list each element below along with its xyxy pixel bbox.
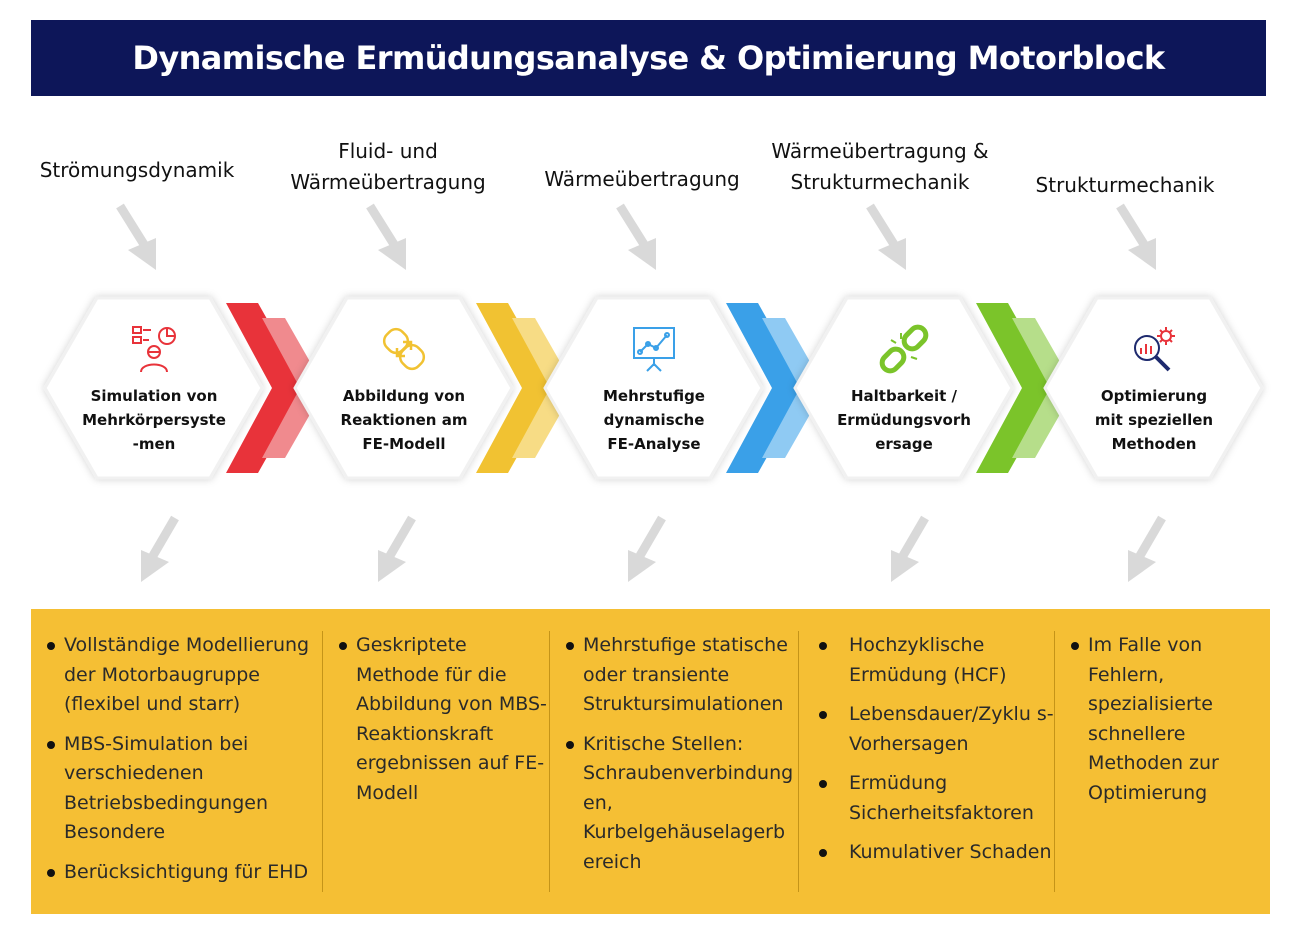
step-3: Mehrstufige dynamische FE-Analyse <box>579 318 729 468</box>
list-item: Berücksichtigung für EHD <box>31 858 321 888</box>
arrow-down-left-icon <box>141 515 179 582</box>
list-item: Vollständige Modellierung der Motorbaugr… <box>31 631 321 720</box>
arrow-down-left-icon <box>1128 515 1166 582</box>
gear-magnifier-icon <box>1134 327 1175 372</box>
list-item: Im Falle von Fehlern, spezialisierte sch… <box>1055 631 1255 808</box>
step-1-line-1: Simulation von <box>90 387 218 405</box>
arrow-down-right-icon <box>1116 203 1156 270</box>
step-4-line-2: Ermüdungsvorh <box>837 411 971 429</box>
hexagon-step-4 <box>793 296 1014 480</box>
step-1-line-2: Mehrkörpersyste <box>82 411 226 429</box>
step-2-line-1: Abbildung von <box>342 387 466 405</box>
details-column-3: Mehrstufige statische oder transiente St… <box>549 631 798 892</box>
step-4-line-1: Haltbarkeit / <box>850 387 957 405</box>
list-item: Geskriptete Methode für die Abbildung vo… <box>323 631 549 808</box>
hexagon-step-1 <box>43 296 264 480</box>
details-column-5: Im Falle von Fehlern, spezialisierte sch… <box>1054 631 1255 892</box>
step-2-line-3: FE-Modell <box>362 435 446 453</box>
simulation-person-chart-icon <box>132 326 176 373</box>
step-2: Abbildung von Reaktionen am FE-Modell <box>329 318 479 468</box>
arrow-down-right-icon <box>366 203 406 270</box>
discipline-label-3: Wärmeübertragung <box>544 167 740 191</box>
details-column-1: Vollständige Modellierung der Motorbaugr… <box>31 631 321 892</box>
step-3-line-2: dynamische <box>603 411 705 429</box>
discipline-label-1: Strömungsdynamik <box>39 158 235 182</box>
step-1: Simulation von Mehrkörpersyste -men <box>79 318 229 468</box>
list-item: Lebensdauer/Zyklu s-Vorhersagen <box>799 700 1054 759</box>
arrow-down-left-icon <box>628 515 666 582</box>
step-4: Haltbarkeit / Ermüdungsvorh ersage <box>829 318 979 468</box>
discipline-label-2: Fluid- und Wärmeübertragung <box>290 139 486 194</box>
details-column-4: Hochzyklische Ermüdung (HCF) Lebensdauer… <box>798 631 1054 892</box>
list-item: Hochzyklische Ermüdung (HCF) <box>799 631 1054 690</box>
link-arrows-icon <box>382 327 426 371</box>
step-5-line-3: Methoden <box>1111 435 1197 453</box>
details-column-2: Geskriptete Methode für die Abbildung vo… <box>322 631 549 892</box>
step-5: Optimierung mit speziellen Methoden <box>1079 318 1229 468</box>
hexagon-step-2 <box>293 296 514 480</box>
step-5-line-1: Optimierung <box>1100 387 1208 405</box>
arrow-down-right-icon <box>116 203 156 270</box>
broken-chain-icon <box>879 324 929 374</box>
presentation-graph-icon <box>633 327 675 372</box>
hexagon-step-3 <box>543 296 764 480</box>
step-4-line-3: ersage <box>875 435 933 453</box>
discipline-label-5: Strukturmechanik <box>1035 173 1215 197</box>
discipline-label-4: Wärmeübertragung & Strukturmechanik <box>771 139 989 194</box>
list-item: Kritische Stellen: Schraubenverbindung e… <box>550 730 798 878</box>
step-1-line-3: -men <box>132 435 176 453</box>
list-item: Kumulativer Schaden <box>799 838 1054 868</box>
arrow-down-left-icon <box>378 515 416 582</box>
hexagon-step-5 <box>1043 296 1264 480</box>
arrow-down-right-icon <box>866 203 906 270</box>
step-3-line-3: FE-Analyse <box>607 435 701 453</box>
step-2-line-2: Reaktionen am <box>340 411 468 429</box>
step-3-line-1: Mehrstufige <box>603 387 705 405</box>
details-panel: Vollständige Modellierung der Motorbaugr… <box>31 609 1270 914</box>
step-5-line-2: mit speziellen <box>1094 411 1214 429</box>
page-title: Dynamische Ermüdungsanalyse & Optimierun… <box>31 20 1266 96</box>
arrow-down-left-icon <box>891 515 929 582</box>
list-item: MBS-Simulation bei verschiedenen Betrieb… <box>31 730 321 848</box>
arrow-down-right-icon <box>616 203 656 270</box>
list-item: Ermüdung Sicherheitsfaktoren <box>799 769 1054 828</box>
list-item: Mehrstufige statische oder transiente St… <box>550 631 798 720</box>
